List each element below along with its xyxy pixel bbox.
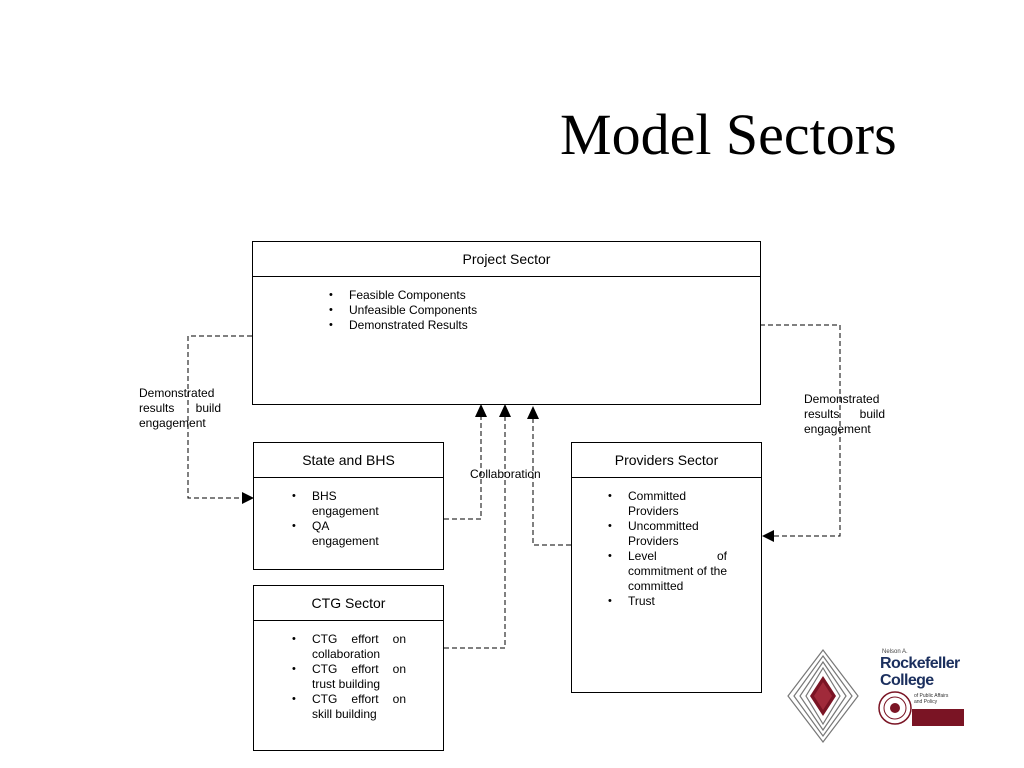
collaboration-label: Collaboration	[470, 467, 541, 481]
providers-sector-list: Committed Providers Uncommitted Provider…	[602, 489, 727, 609]
arrowhead	[499, 404, 511, 417]
list-item: CTG effort on collaboration	[286, 632, 406, 662]
left-feedback-connector	[187, 335, 252, 499]
providers-sector-box: Providers Sector Committed Providers Unc…	[571, 442, 762, 693]
right-feedback-connector	[760, 324, 841, 537]
logo-tagline-1: of Public Affairs	[914, 693, 949, 699]
list-item: Level of commitment of the committed	[602, 549, 727, 594]
state-bhs-header: State and BHS	[254, 443, 443, 478]
left-feedback-label: Demonstrated results build engagement	[139, 386, 221, 430]
project-sector-box: Project Sector Feasible Components Unfea…	[252, 241, 761, 405]
project-sector-header: Project Sector	[253, 242, 760, 277]
state-bhs-box: State and BHS BHS engagement QA engageme…	[253, 442, 444, 570]
providers-to-project-connector	[532, 416, 571, 546]
logo-small-text: Nelson A.	[882, 649, 908, 655]
list-item: QA engagement	[286, 519, 390, 549]
list-item: Demonstrated Results	[323, 318, 523, 333]
logo-brand-bar	[912, 709, 964, 726]
list-item: CTG effort on skill building	[286, 692, 406, 722]
list-item: CTG effort on trust building	[286, 662, 406, 692]
ctg-to-project-connector	[444, 414, 506, 649]
arrowhead	[762, 530, 774, 542]
college-diamond-logo	[787, 649, 859, 743]
logo-name-line2: College	[880, 672, 934, 689]
list-item: Committed Providers	[602, 489, 727, 519]
list-item: Uncommitted Providers	[602, 519, 727, 549]
list-item: Trust	[602, 594, 727, 609]
ctg-sector-list: CTG effort on collaboration CTG effort o…	[286, 632, 406, 722]
seal-icon	[878, 691, 912, 725]
logo-tagline-2: and Policy	[914, 699, 938, 705]
page-title: Model Sectors	[560, 102, 897, 167]
state-bhs-list: BHS engagement QA engagement	[286, 489, 390, 549]
project-sector-list: Feasible Components Unfeasible Component…	[323, 288, 523, 333]
arrowhead	[242, 492, 254, 504]
arrowhead	[527, 406, 539, 419]
providers-sector-header: Providers Sector	[572, 443, 761, 478]
list-item: Unfeasible Components	[323, 303, 523, 318]
ctg-sector-header: CTG Sector	[254, 586, 443, 621]
right-feedback-label: Demonstrated results build engagement	[804, 392, 885, 436]
logo-name-line1: Rockefeller	[880, 655, 960, 672]
list-item: BHS engagement	[286, 489, 390, 519]
state-to-project-connector	[444, 414, 482, 520]
rockefeller-college-logo: Nelson A. Rockefeller College of Public …	[878, 648, 964, 728]
ctg-sector-box: CTG Sector CTG effort on collaboration C…	[253, 585, 444, 751]
list-item: Feasible Components	[323, 288, 523, 303]
arrowhead	[475, 404, 487, 417]
